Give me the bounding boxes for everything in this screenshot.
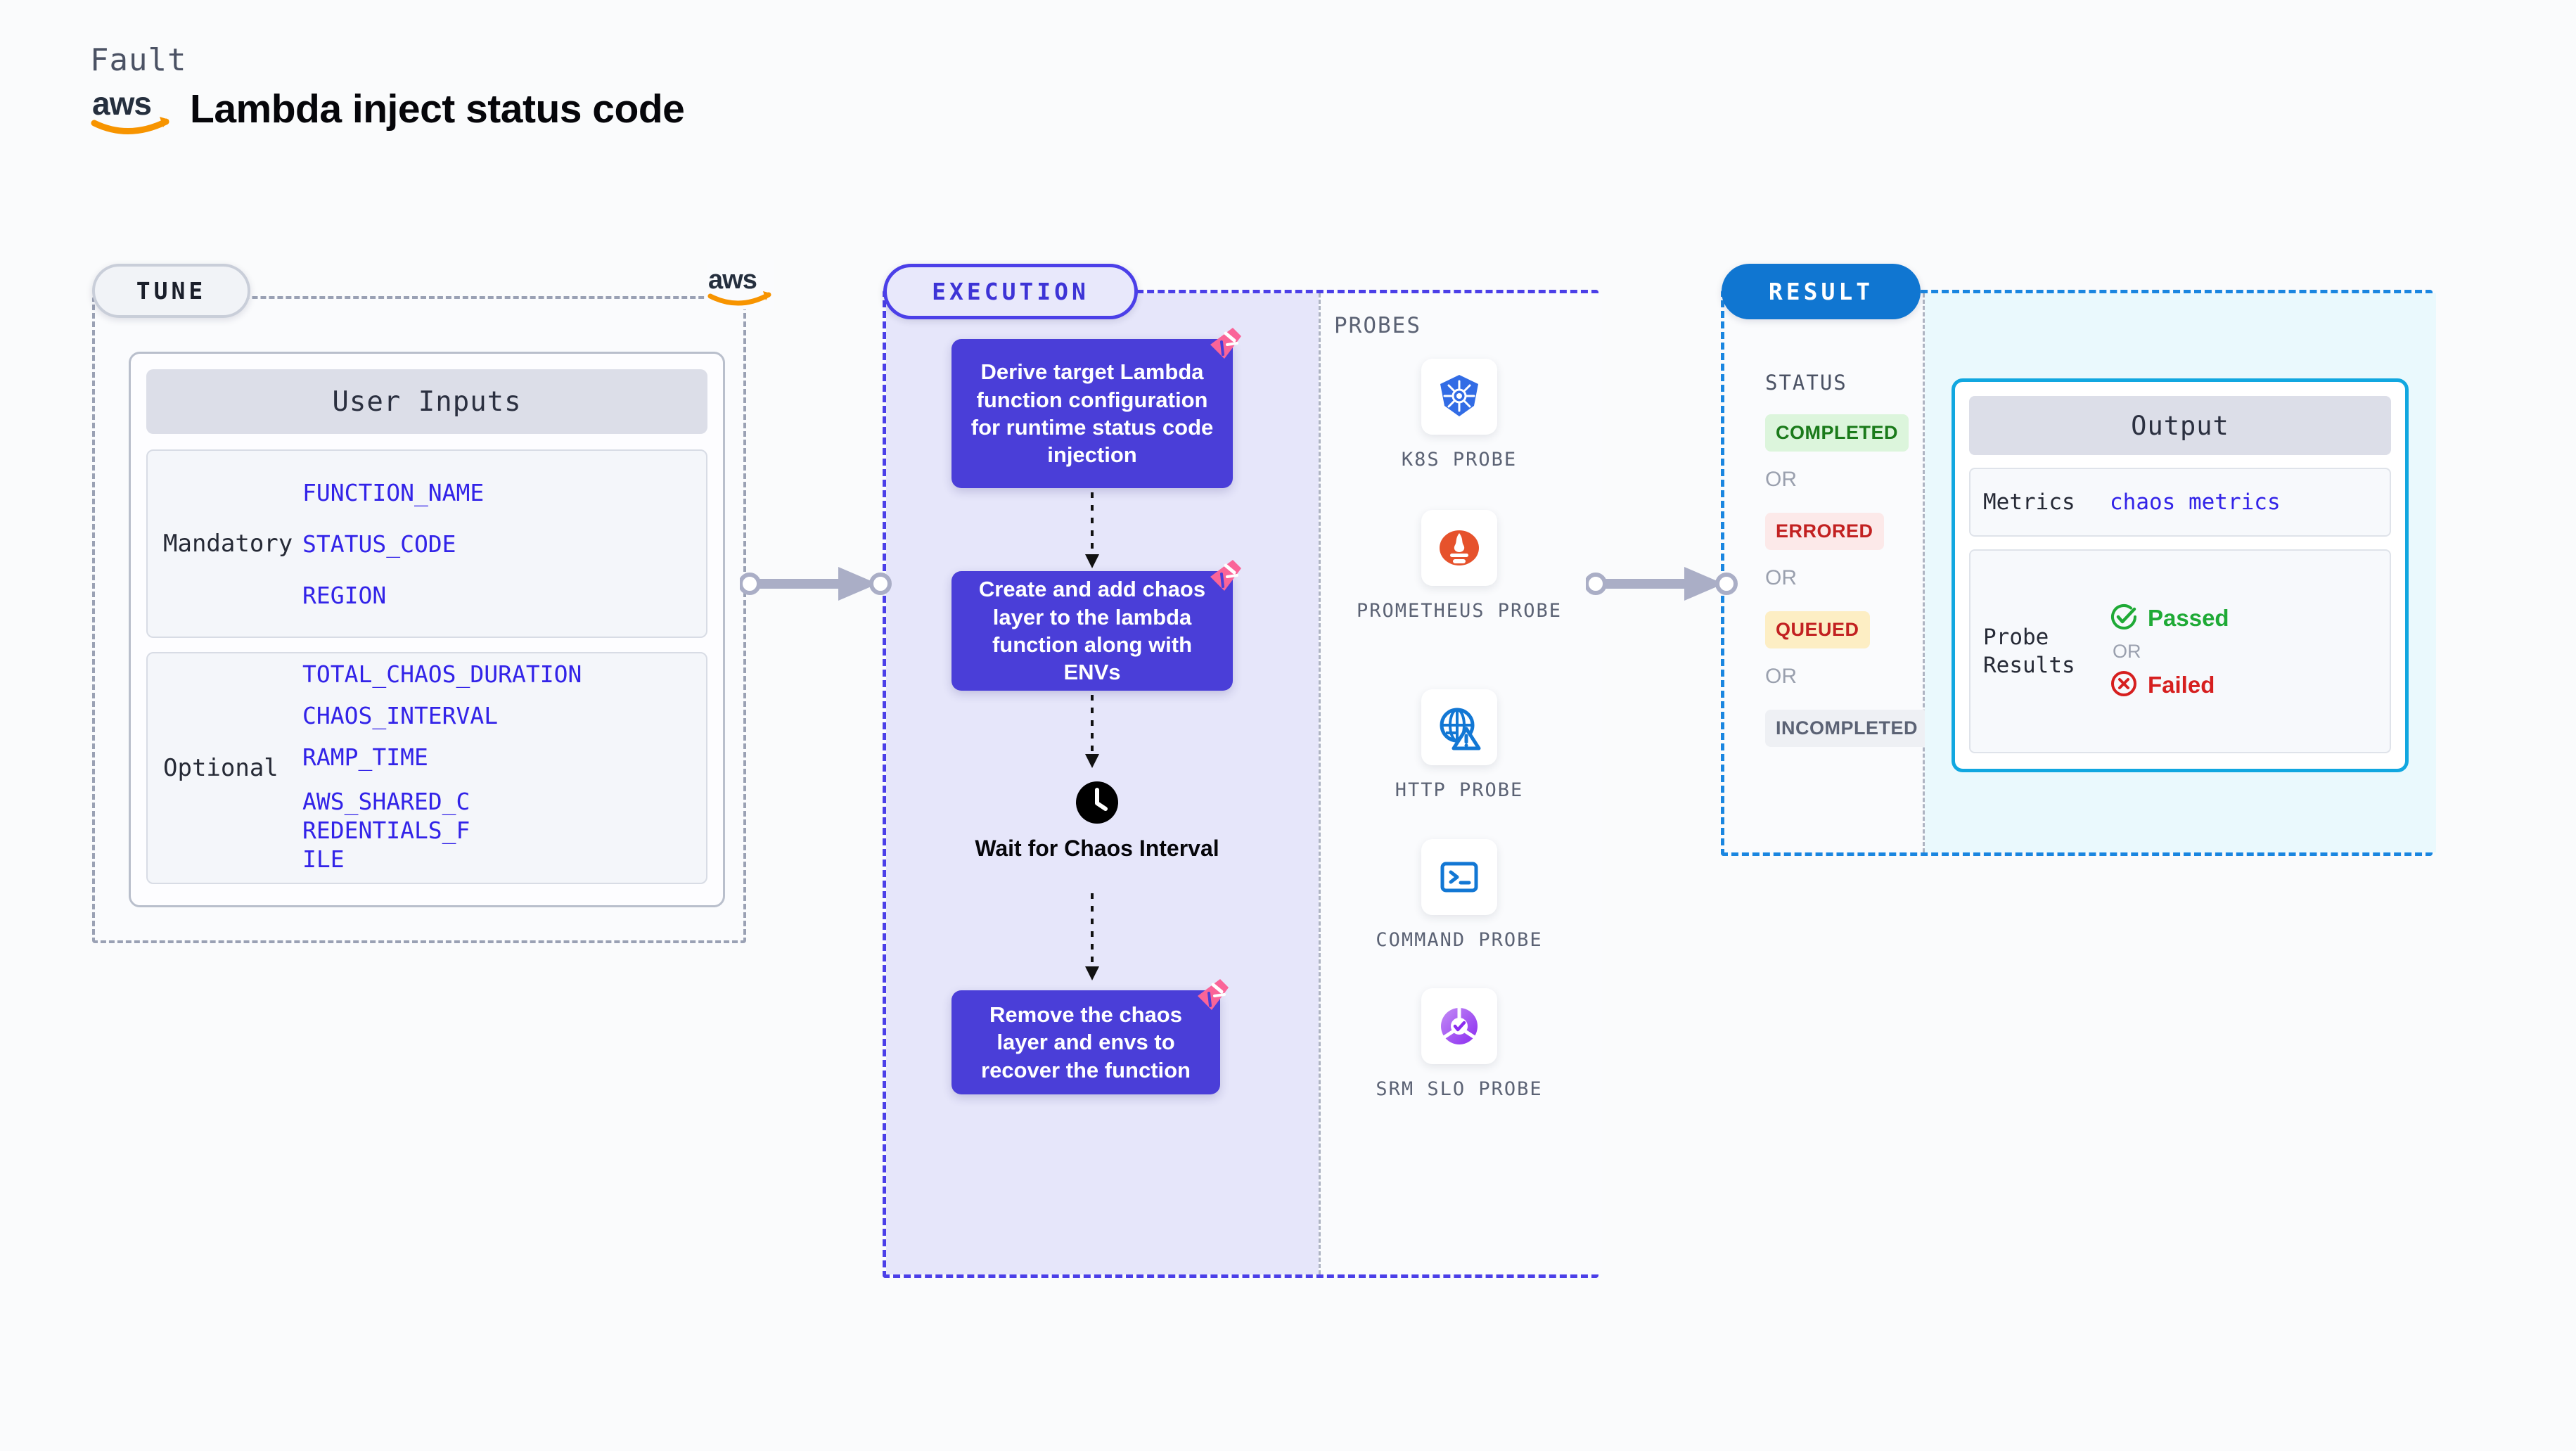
tune-section: User Inputs Mandatory FUNCTION_NAME STAT…	[92, 296, 746, 943]
svg-text:aws: aws	[708, 265, 757, 295]
param-region: REGION	[302, 581, 387, 609]
probe-result-failed: Failed	[2110, 670, 2229, 701]
check-circle-icon	[2110, 603, 2138, 634]
probe-prometheus-label: PROMETHEUS PROBE	[1356, 600, 1563, 622]
probes-title: PROBES	[1334, 313, 1421, 338]
user-inputs-title: User Inputs	[146, 369, 707, 434]
probe-http[interactable]: HTTP PROBE	[1354, 689, 1565, 803]
status-badge-completed: COMPLETED	[1765, 414, 1909, 452]
step2-to-wait-connector	[1078, 695, 1106, 774]
passed-label: Passed	[2148, 604, 2229, 631]
status-title: STATUS	[1765, 371, 1847, 395]
param-chaos-interval: CHAOS_INTERVAL	[302, 701, 499, 729]
mandatory-label: Mandatory	[163, 530, 293, 558]
probe-k8s[interactable]: K8S PROBE	[1354, 359, 1565, 473]
execution-to-result-arrow	[1584, 563, 1741, 608]
param-function-name: FUNCTION_NAME	[302, 478, 485, 506]
terminal-icon	[1421, 839, 1497, 915]
probe-srm-slo[interactable]: SRM SLO PROBE	[1354, 988, 1565, 1102]
failed-label: Failed	[2148, 671, 2215, 698]
param-total-chaos-duration: TOTAL_CHAOS_DURATION	[302, 660, 582, 688]
clock-icon	[1075, 781, 1119, 824]
tune-to-execution-arrow	[738, 563, 895, 608]
x-circle-icon	[2110, 670, 2138, 701]
litmus-ribbon-icon	[1206, 326, 1243, 362]
probe-srm-slo-label: SRM SLO PROBE	[1376, 1078, 1543, 1100]
status-or-2: OR	[1765, 566, 1797, 589]
execution-step-2: Create and add chaos layer to the lambda…	[951, 560, 1241, 691]
probe-result-passed: Passed	[2110, 603, 2229, 634]
param-aws-shared-credentials-file: AWS_SHARED_CREDENTIALS_FILE	[302, 787, 470, 874]
execution-step-2-label: Create and add chaos layer to the lambda…	[978, 577, 1206, 685]
page-title: Lambda inject status code	[190, 87, 685, 132]
optional-params-group: Optional TOTAL_CHAOS_DURATION CHAOS_INTE…	[146, 652, 707, 884]
execution-step-1-label: Derive target Lambda function configurat…	[970, 359, 1214, 468]
http-globe-warning-icon	[1421, 689, 1497, 765]
prometheus-icon	[1421, 510, 1497, 586]
result-badge: RESULT	[1722, 264, 1921, 319]
execution-step-1: Derive target Lambda function configurat…	[951, 328, 1241, 488]
page-header: Fault aws Lambda inject status code	[90, 42, 685, 136]
execution-step-3: Remove the chaos layer and envs to recov…	[951, 979, 1229, 1094]
status-badge-errored: ERRORED	[1765, 513, 1884, 550]
probe-k8s-label: K8S PROBE	[1401, 449, 1518, 471]
status-or-3: OR	[1765, 665, 1797, 688]
status-badge-incompleted: INCOMPLETED	[1765, 710, 1929, 747]
aws-logo-icon: aws	[707, 260, 774, 309]
param-ramp-time: RAMP_TIME	[302, 743, 428, 771]
metrics-key: Metrics	[1983, 489, 2075, 515]
kubernetes-icon	[1421, 359, 1497, 435]
status-badge-queued: QUEUED	[1765, 611, 1870, 648]
probes-area	[1319, 293, 1602, 1274]
probe-command[interactable]: COMMAND PROBE	[1354, 839, 1565, 953]
svg-text:aws: aws	[92, 85, 151, 122]
user-inputs-card: User Inputs Mandatory FUNCTION_NAME STAT…	[129, 352, 725, 907]
tune-badge: TUNE	[92, 264, 250, 318]
probe-command-label: COMMAND PROBE	[1376, 929, 1543, 951]
probe-http-label: HTTP PROBE	[1395, 779, 1524, 801]
probe-prometheus[interactable]: PROMETHEUS PROBE	[1354, 510, 1565, 624]
aws-logo-icon: aws	[90, 82, 173, 136]
wait-node-label: Wait for Chaos Interval	[975, 836, 1219, 861]
output-title: Output	[1969, 396, 2391, 455]
optional-label: Optional	[163, 754, 278, 782]
metrics-value: chaos metrics	[2110, 490, 2281, 515]
fault-kicker: Fault	[90, 42, 187, 78]
step1-to-step2-connector	[1078, 492, 1106, 574]
param-status-code: STATUS_CODE	[302, 530, 456, 558]
result-status-column: STATUS COMPLETED OR ERRORED OR QUEUED OR…	[1724, 293, 1929, 852]
execution-step-3-label: Remove the chaos layer and envs to recov…	[981, 1002, 1191, 1082]
mandatory-params-group: Mandatory FUNCTION_NAME STATUS_CODE REGI…	[146, 449, 707, 638]
srm-slo-icon	[1421, 988, 1497, 1064]
probe-result-or: OR	[2113, 640, 2141, 662]
litmus-ribbon-icon	[1206, 558, 1243, 594]
metrics-row: Metrics chaos metrics	[1969, 468, 2391, 537]
execution-badge: EXECUTION	[883, 264, 1138, 319]
wait-for-chaos-interval-node: Wait for Chaos Interval	[907, 781, 1287, 863]
litmus-ribbon-icon	[1193, 978, 1230, 1013]
wait-to-step3-connector	[1078, 893, 1106, 986]
status-or-1: OR	[1765, 468, 1797, 491]
